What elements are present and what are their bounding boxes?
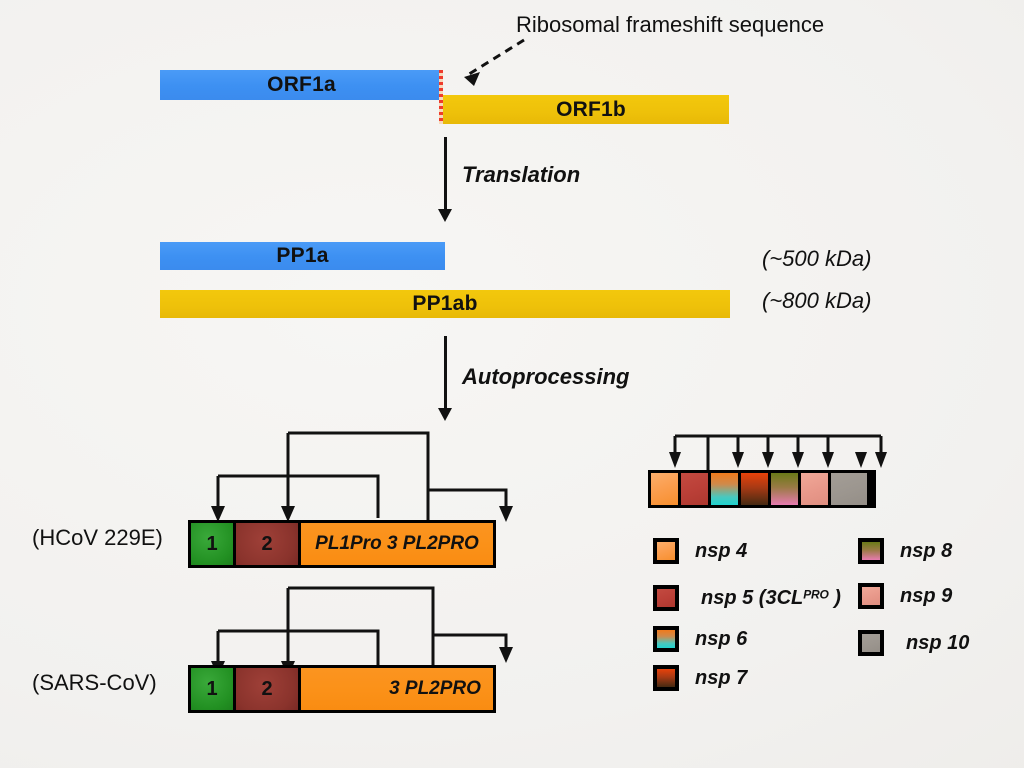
legend-label-nsp5-superscript: PRO <box>803 587 829 602</box>
legend-label-nsp5: nsp 5 (3CLPRO ) <box>701 587 841 610</box>
nsp-map-segment-nsp8 <box>771 473 798 505</box>
nsp-map-cleavage-arrows <box>669 434 887 470</box>
orf1b-label: ORF1b <box>556 97 626 121</box>
hcov229e-cleavage-arrows <box>211 431 513 522</box>
sarscov-virus-label: (SARS-CoV) <box>32 670 157 695</box>
nsp-map-segment-nsp4 <box>651 473 678 505</box>
hcov229e-segment-nsp2: 2 <box>236 523 298 565</box>
translation-step-label: Translation <box>462 162 581 187</box>
legend-label-nsp6: nsp 6 <box>695 627 748 650</box>
frameshift-pointer-arrow <box>464 38 525 86</box>
pp1a-bar: PP1a <box>160 242 445 270</box>
legend-swatch-nsp9 <box>858 583 884 609</box>
hcov229e-segment-nsp3: PL1Pro 3 PL2PRO <box>301 523 493 565</box>
autoprocessing-arrow-head <box>438 408 452 421</box>
pp1a-mass-label: (~500 kDa) <box>762 246 872 271</box>
legend-label-nsp10: nsp 10 <box>906 631 970 654</box>
legend-label-nsp4: nsp 4 <box>695 539 748 562</box>
autoprocessing-step-label: Autoprocessing <box>462 364 630 389</box>
hcov229e-polyprotein-map: 1 2 PL1Pro 3 PL2PRO <box>188 520 496 568</box>
translation-arrow-head <box>438 209 452 222</box>
legend-item-nsp6: nsp 6 <box>653 626 747 652</box>
legend-item-nsp10: nsp 10 <box>858 630 969 656</box>
nsp-map-bar <box>648 470 876 508</box>
pp1ab-bar: PP1ab <box>160 290 730 318</box>
orf1b-bar: ORF1b <box>441 95 729 124</box>
legend-label-nsp8: nsp 8 <box>900 539 953 562</box>
legend-swatch-nsp5 <box>653 585 679 611</box>
ribosomal-frameshift-marker <box>439 70 443 124</box>
sarscov-segment-nsp1: 1 <box>191 668 233 710</box>
orf1a-bar: ORF1a <box>160 70 443 100</box>
nsp-map-segment-nsp6 <box>711 473 738 505</box>
legend-item-nsp4: nsp 4 <box>653 538 747 564</box>
sarscov-polyprotein-map: 1 2 3 PL2PRO <box>188 665 496 713</box>
legend-swatch-nsp6 <box>653 626 679 652</box>
legend-label-nsp7: nsp 7 <box>695 666 748 689</box>
nsp-map-segment-nsp7 <box>741 473 768 505</box>
frameshift-annotation-label: Ribosomal frameshift sequence <box>516 12 825 37</box>
translation-arrow-shaft <box>444 137 447 212</box>
legend-swatch-nsp7 <box>653 665 679 691</box>
legend-swatch-nsp4 <box>653 538 679 564</box>
legend-item-nsp5: nsp 5 (3CLPRO ) <box>653 585 841 611</box>
pp1ab-label: PP1ab <box>412 292 478 315</box>
legend-swatch-nsp10 <box>858 630 884 656</box>
pp1ab-mass-label: (~800 kDa) <box>762 288 872 313</box>
legend-item-nsp8: nsp 8 <box>858 538 952 564</box>
nsp-map-segment-nsp5 <box>681 473 708 505</box>
hcov229e-virus-label: (HCoV 229E) <box>32 525 163 550</box>
pp1a-label: PP1a <box>276 244 329 267</box>
sarscov-segment-nsp2: 2 <box>236 668 298 710</box>
sarscov-cleavage-arrows <box>211 586 513 677</box>
orf1a-label: ORF1a <box>267 73 336 96</box>
legend-item-nsp9: nsp 9 <box>858 583 952 609</box>
autoprocessing-arrow-shaft <box>444 336 447 411</box>
nsp-map-segment-nsp9 <box>801 473 828 505</box>
legend-label-nsp9: nsp 9 <box>900 584 953 607</box>
nsp-map-segment-nsp10 <box>831 473 867 505</box>
sarscov-segment-nsp3: 3 PL2PRO <box>301 668 493 710</box>
legend-item-nsp7: nsp 7 <box>653 665 747 691</box>
legend-swatch-nsp8 <box>858 538 884 564</box>
legend-label-nsp5-tail: ) <box>828 586 841 609</box>
legend-label-nsp5-main: nsp 5 (3CL <box>701 586 804 609</box>
hcov229e-segment-nsp1: 1 <box>191 523 233 565</box>
